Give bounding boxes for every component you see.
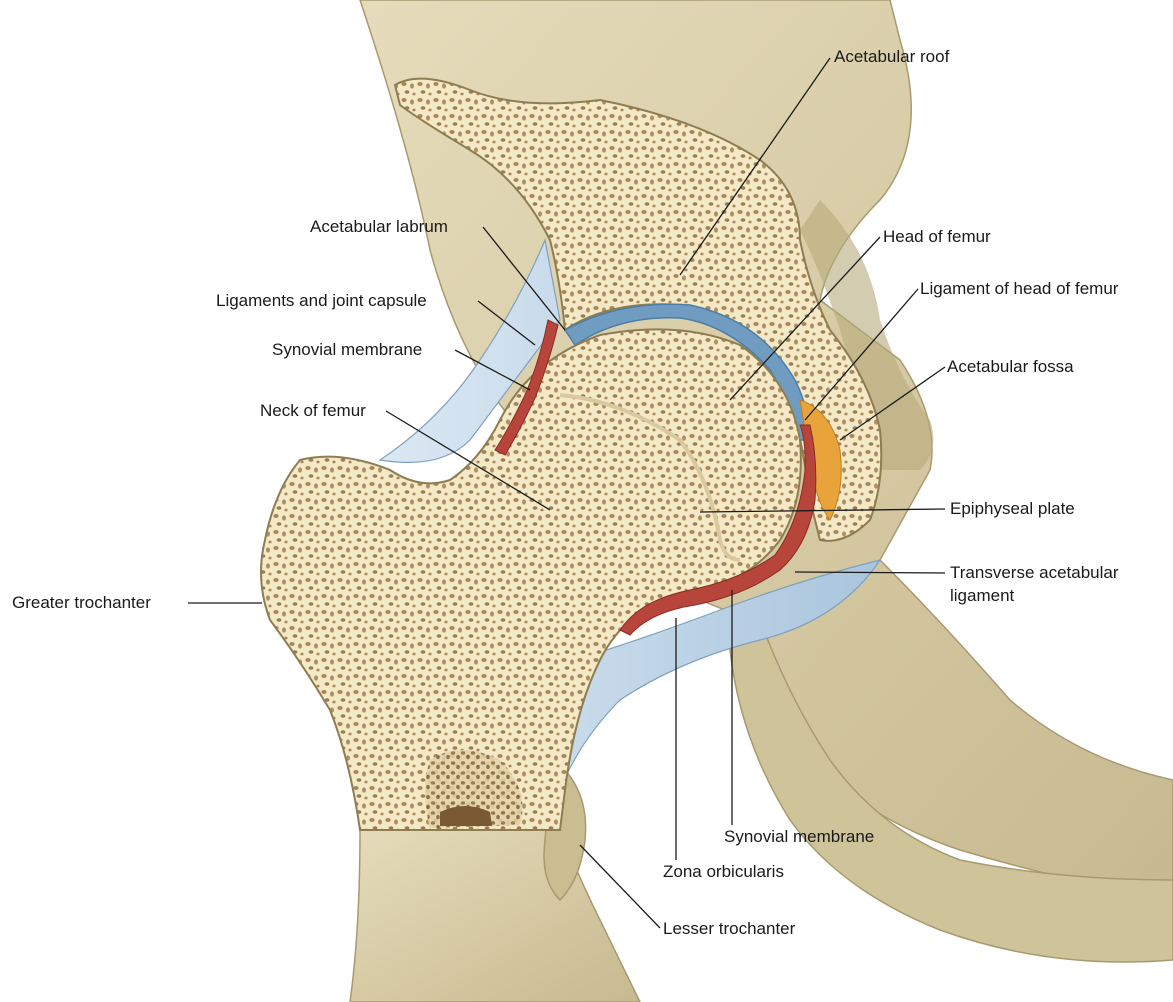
label-synovial-membrane-lower: Synovial membrane — [724, 826, 874, 847]
label-transverse-acetabular-ligament-line1: Transverse acetabular — [950, 562, 1119, 583]
label-lesser-trochanter: Lesser trochanter — [663, 918, 795, 939]
femoral-shaft — [350, 830, 640, 1002]
label-head-of-femur: Head of femur — [883, 226, 991, 247]
label-epiphyseal-plate: Epiphyseal plate — [950, 498, 1075, 519]
label-acetabular-labrum: Acetabular labrum — [310, 216, 448, 237]
label-ligament-head-of-femur: Ligament of head of femur — [920, 278, 1118, 299]
label-ligaments-joint-capsule: Ligaments and joint capsule — [216, 290, 427, 311]
label-transverse-acetabular-ligament-line2: ligament — [950, 585, 1014, 606]
label-neck-of-femur: Neck of femur — [260, 400, 366, 421]
label-synovial-membrane-upper: Synovial membrane — [272, 339, 422, 360]
label-acetabular-roof: Acetabular roof — [834, 46, 949, 67]
label-zona-orbicularis: Zona orbicularis — [663, 861, 784, 882]
label-acetabular-fossa: Acetabular fossa — [947, 356, 1074, 377]
label-greater-trochanter: Greater trochanter — [12, 592, 151, 613]
